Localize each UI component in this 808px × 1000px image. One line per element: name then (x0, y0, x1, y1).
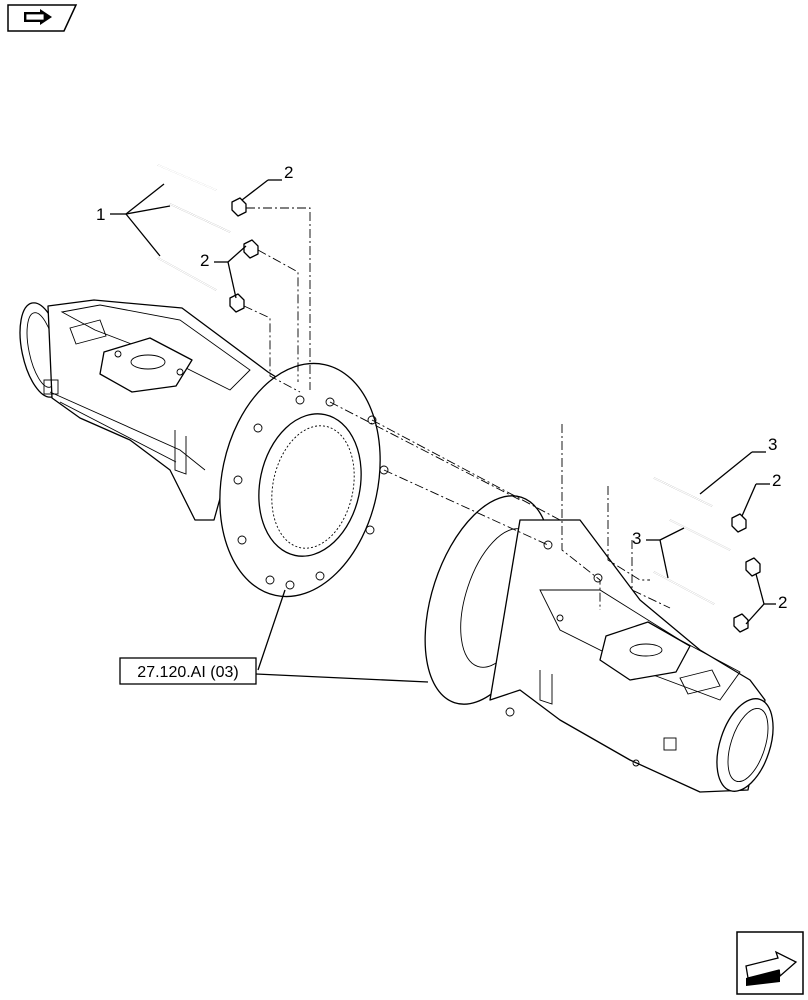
left-axle-housing (19, 299, 389, 598)
callout-label-1: 1 (96, 205, 105, 224)
studs-right-group (653, 477, 761, 633)
next-page-arrow-icon[interactable] (736, 931, 804, 995)
stud-bolt (157, 164, 217, 191)
stud-bolt (653, 477, 713, 507)
right-axle-housing (424, 495, 774, 793)
hex-nut (731, 513, 747, 533)
callout-label-2-left: 2 (200, 251, 209, 270)
alignment-lines (243, 207, 671, 610)
book-arrow-icon[interactable] (7, 4, 78, 32)
hex-nut (231, 197, 247, 217)
callout-label-2-right-lower: 2 (778, 593, 787, 612)
hex-nut (745, 557, 761, 577)
hex-nut (243, 239, 259, 259)
callout-label-2-right-upper: 2 (772, 471, 781, 490)
stud-bolt (157, 257, 217, 291)
callout-leaders (110, 179, 776, 683)
callout-label-2-top: 2 (284, 163, 293, 182)
hex-nut (733, 613, 749, 633)
stud-bolt (653, 571, 715, 605)
callout-label-3-lower: 3 (632, 529, 641, 548)
studs-left-group (157, 164, 259, 313)
reference-label: 27.120.AI (03) (137, 664, 238, 681)
reference-box[interactable]: 27.120.AI (03) (119, 657, 257, 685)
stud-bolt (169, 203, 231, 233)
stud-bolt (669, 519, 731, 551)
hex-nut (229, 293, 245, 313)
callout-label-3-upper: 3 (768, 435, 777, 454)
